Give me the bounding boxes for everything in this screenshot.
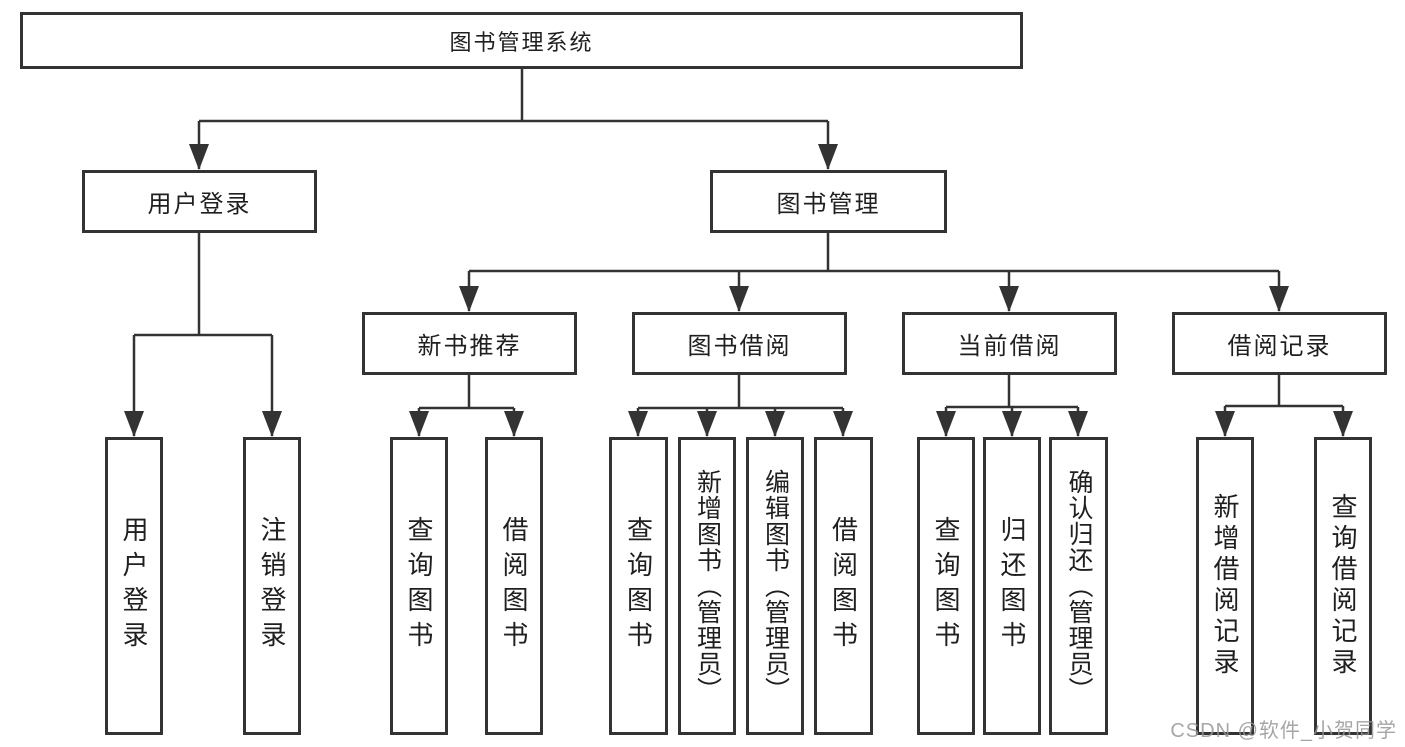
node-new-book-recommend: 新书推荐 xyxy=(362,312,577,375)
leaf-records-add-record: 新增借阅记录 xyxy=(1196,437,1254,735)
leaf-borrow-borrow-books: 借阅图书 xyxy=(814,437,873,735)
leaf-records-query-record: 查询借阅记录 xyxy=(1314,437,1372,735)
leaf-current-query-books: 查询图书 xyxy=(917,437,975,735)
node-user-login: 用户登录 xyxy=(82,170,317,233)
node-root-library-system: 图书管理系统 xyxy=(20,12,1023,69)
node-current-borrow: 当前借阅 xyxy=(902,312,1117,375)
node-borrow-records: 借阅记录 xyxy=(1172,312,1387,375)
leaf-borrow-edit-books-admin: 编辑图书（管理员） xyxy=(746,437,804,735)
node-book-borrow: 图书借阅 xyxy=(632,312,847,375)
csdn-watermark: CSDN @软件_小贺同学 xyxy=(1170,720,1397,742)
leaf-recommend-borrow-books: 借阅图书 xyxy=(485,437,543,735)
leaf-borrow-query-books: 查询图书 xyxy=(609,437,668,735)
leaf-user-login: 用户登录 xyxy=(105,437,163,735)
leaf-logout: 注销登录 xyxy=(243,437,301,735)
leaf-current-confirm-return-admin: 确认归还（管理员） xyxy=(1049,437,1108,735)
leaf-current-return-books: 归还图书 xyxy=(983,437,1041,735)
leaf-borrow-add-books-admin: 新增图书（管理员） xyxy=(678,437,736,735)
leaf-recommend-query-books: 查询图书 xyxy=(390,437,448,735)
node-book-management: 图书管理 xyxy=(710,170,947,233)
